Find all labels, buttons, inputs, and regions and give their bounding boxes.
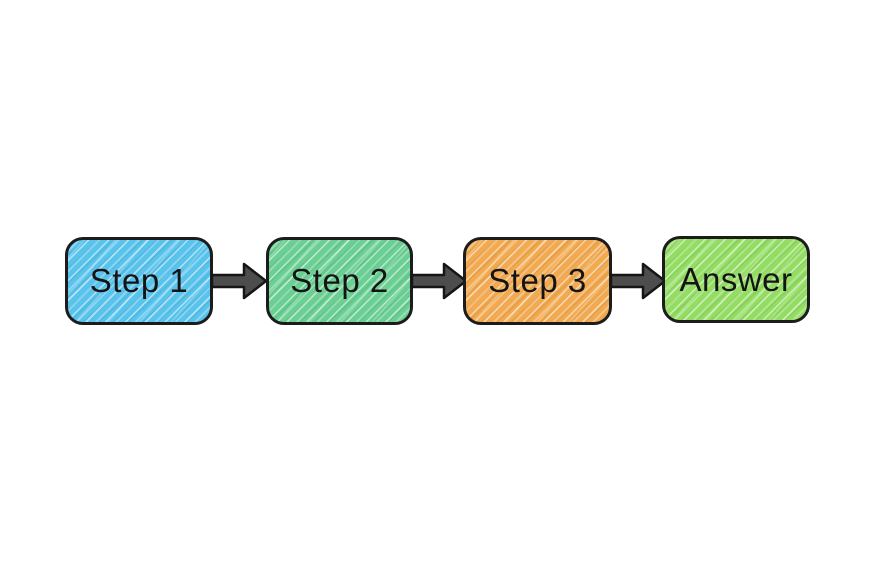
node-step-2-label: Step 2 [290,262,389,299]
node-answer: Answer [662,236,810,323]
arrow-shape [210,262,268,300]
arrow-step-1-to-step-2 [210,262,268,300]
node-step-2: Step 2 [266,237,413,325]
arrow-shape [609,262,667,300]
node-step-3: Step 3 [463,237,612,325]
node-step-3-label: Step 3 [488,262,587,299]
node-answer-label: Answer [679,260,793,298]
arrow-shape [410,262,468,300]
arrow-step-2-to-step-3 [410,262,468,300]
node-step-1-label: Step 1 [89,262,189,299]
arrow-step-3-to-answer [609,262,667,300]
node-step-1: Step 1 [65,237,213,325]
